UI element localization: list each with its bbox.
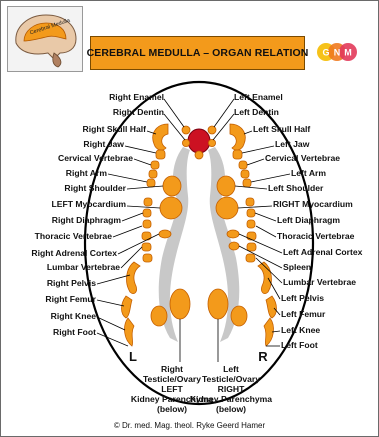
label-right-myocardium: RIGHT Myocardium (273, 199, 353, 209)
label-left-pelvis: Left Pelvis (281, 293, 324, 303)
left-dentin-dot (208, 139, 215, 146)
lumbar-shape-l2 (143, 254, 152, 262)
thoracic-shape-l2 (143, 209, 151, 217)
cervical-shape-l1 (151, 161, 159, 169)
bottom-left-line-1: Right (161, 364, 183, 374)
bottom-left-line-5: (below) (157, 404, 187, 414)
left-testicle-shape (208, 289, 228, 319)
label-lumbar-vertebrae-left: Lumbar Vertebrae (47, 262, 120, 272)
side-letter-right: R (258, 349, 268, 364)
spleen-shape (229, 242, 239, 250)
dentin-center (188, 129, 210, 153)
label-thoracic-vertebrae-right: Thoracic Vertebrae (277, 231, 355, 241)
thoracic-shape-r3 (247, 220, 255, 228)
label-right-femur: Right Femur (45, 294, 96, 304)
thoracic-shape-r4 (247, 232, 256, 240)
label-left-foot: Left Foot (281, 340, 318, 350)
lumbar-shape-r1 (247, 243, 256, 251)
left-enamel-dot (208, 126, 216, 134)
right-shoulder-shape (163, 176, 181, 196)
label-left-jaw: Left Jaw (275, 139, 310, 149)
label-thoracic-vertebrae-left: Thoracic Vertebrae (35, 231, 113, 241)
left-jaw-shape (233, 150, 242, 159)
label-cervical-vertebrae-right: Cervical Vertebrae (265, 153, 340, 163)
thoracic-shape-r2 (247, 209, 255, 217)
cervical-shape-r2 (241, 170, 249, 178)
center-bottom-dot (195, 151, 203, 159)
copyright-text: © Dr. med. Mag. theol. Ryke Geerd Hamer (0, 421, 379, 430)
thoracic-shape-l1 (144, 198, 152, 206)
bottom-right-line-1: Left (223, 364, 239, 374)
label-right-skull-half: Right Skull Half (82, 124, 146, 134)
label-right-knee: Right Knee (51, 311, 97, 321)
thoracic-shape-r1 (246, 198, 254, 206)
label-left-enamel: Left Enamel (234, 92, 283, 102)
lumbar-shape-r2 (246, 254, 255, 262)
label-lumbar-vertebrae-right: Lumbar Vertebrae (283, 277, 356, 287)
label-right-dentin: Right Dentin (113, 107, 164, 117)
label-left-femur: Left Femur (281, 309, 326, 319)
right-dentin-dot (182, 139, 189, 146)
right-testicle-shape (170, 289, 190, 319)
left-adrenal-shape (227, 230, 239, 238)
left-kidney-shape (231, 306, 247, 326)
right-kidney-shape (151, 306, 167, 326)
cervical-shape-r1 (239, 161, 247, 169)
label-left-dentin: Left Dentin (234, 107, 279, 117)
label-right-adrenal-cortex: Right Adrenal Cortex (31, 248, 117, 258)
label-left-adrenal-cortex: Left Adrenal Cortex (283, 247, 363, 257)
cervical-shape-l2 (149, 170, 157, 178)
label-left-myocardium: LEFT Myocardium (52, 199, 127, 209)
bottom-left-line-2: Testicle/Ovary (143, 374, 201, 384)
right-adrenal-shape (159, 230, 171, 238)
left-shoulder-shape (217, 176, 235, 196)
label-spleen: Spleen (283, 262, 311, 272)
label-left-shoulder: Left Shoulder (268, 183, 324, 193)
label-right-pelvis: Right Pelvis (47, 278, 96, 288)
left-myocardium-shape (160, 197, 182, 219)
label-left-arm: Left Arm (291, 168, 326, 178)
label-left-diaphragm: Left Diaphragm (277, 215, 340, 225)
thoracic-shape-l3 (143, 220, 151, 228)
label-right-diaphragm: Right Diaphragm (52, 215, 122, 225)
label-right-jaw: Right Jaw (83, 139, 124, 149)
label-left-skull-half: Left Skull Half (253, 124, 310, 134)
lumbar-shape-l1 (142, 243, 151, 251)
left-arm-shape (243, 179, 251, 187)
bottom-right-line-3: RIGHT (218, 384, 245, 394)
bottom-right-line-2: Testicle/Ovary (202, 374, 260, 384)
bottom-right-line-5: (below) (216, 404, 246, 414)
label-right-shoulder: Right Shoulder (64, 183, 126, 193)
right-arm-shape (147, 179, 155, 187)
right-myocardium-shape (216, 197, 238, 219)
label-right-enamel: Right Enamel (109, 92, 164, 102)
bottom-right-line-4: Kidney Parenchyma (190, 394, 272, 404)
right-enamel-dot (182, 126, 190, 134)
label-right-foot: Right Foot (53, 327, 96, 337)
side-letter-left: L (129, 349, 137, 364)
bottom-left-line-3: LEFT (161, 384, 183, 394)
right-jaw-shape (156, 150, 165, 159)
label-right-arm: Right Arm (66, 168, 108, 178)
label-cervical-vertebrae-left: Cervical Vertebrae (58, 153, 133, 163)
label-left-knee: Left Knee (281, 325, 320, 335)
